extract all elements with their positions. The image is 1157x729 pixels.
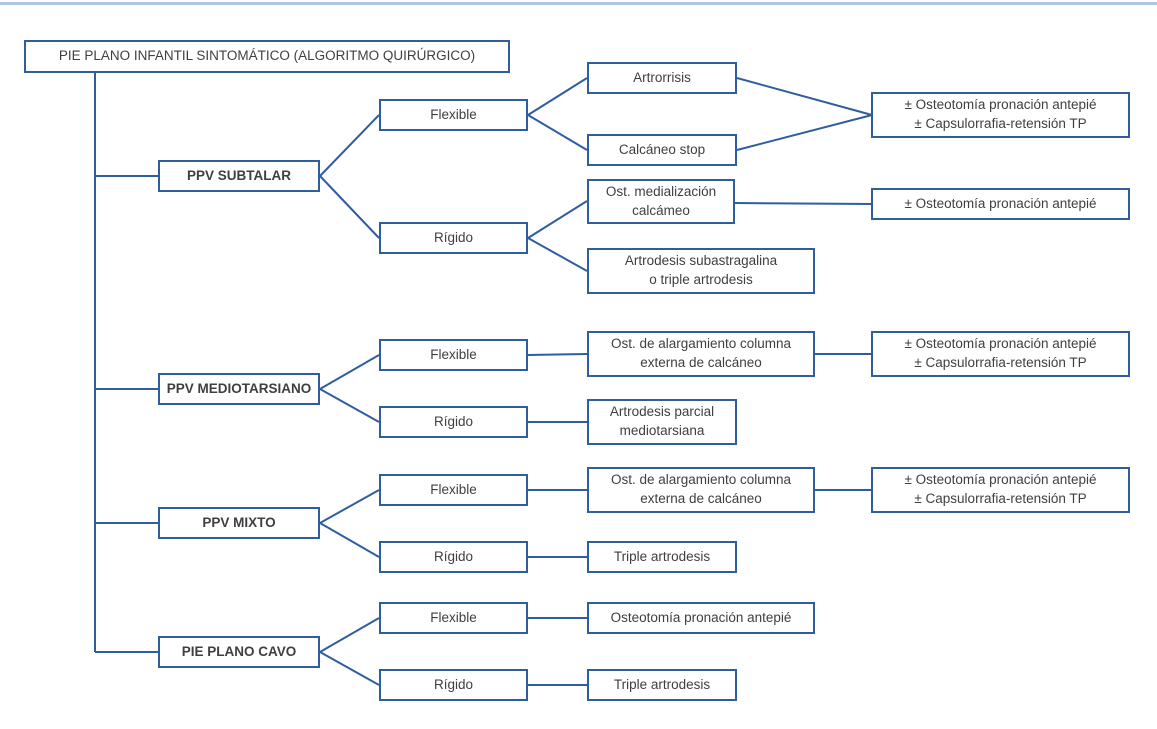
node-ost-medializacion: Ost. medialización calcámeo	[587, 179, 735, 224]
node-adjunct-subtalar-flexible: ± Osteotomía pronación antepié ± Capsulo…	[871, 92, 1130, 138]
node-ost-alargamiento-mixto: Ost. de alargamiento columna externa de …	[587, 467, 815, 513]
node-cavo-rigido: Rígido	[379, 669, 528, 701]
node-artrorrisis: Artrorrisis	[587, 62, 737, 94]
node-calcaneo-stop: Calcáneo stop	[587, 134, 737, 166]
node-subtalar-rigido: Rígido	[379, 222, 528, 254]
node-mediotarsiano-rigido: Rígido	[379, 406, 528, 438]
node-mixto-flexible: Flexible	[379, 474, 528, 506]
node-ost-alargamiento-mediotarsiano: Ost. de alargamiento columna externa de …	[587, 331, 815, 377]
node-cavo-flexible: Flexible	[379, 602, 528, 634]
node-mediotarsiano-flexible: Flexible	[379, 339, 528, 371]
section-pie-plano-cavo: PIE PLANO CAVO	[158, 636, 320, 668]
node-artrodesis-parcial: Artrodesis parcial mediotarsiana	[587, 399, 737, 445]
node-subtalar-flexible: Flexible	[379, 99, 528, 131]
node-osteotomia-pronacion-cavo: Osteotomía pronación antepié	[587, 602, 815, 634]
node-adjunct-mediotarsiano-flexible: ± Osteotomía pronación antepié ± Capsulo…	[871, 331, 1130, 377]
section-ppv-mediotarsiano: PPV MEDIOTARSIANO	[158, 373, 320, 405]
root-node: PIE PLANO INFANTIL SINTOMÁTICO (ALGORITM…	[24, 40, 510, 73]
section-ppv-mixto: PPV MIXTO	[158, 507, 320, 539]
top-border-line	[0, 2, 1157, 5]
node-triple-artrodesis-mixto: Triple artrodesis	[587, 541, 737, 573]
section-ppv-subtalar: PPV SUBTALAR	[158, 160, 320, 192]
node-adjunct-subtalar-rigido: ± Osteotomía pronación antepié	[871, 188, 1130, 220]
node-artrodesis-subastragalina: Artrodesis subastragalina o triple artro…	[587, 248, 815, 294]
node-adjunct-mixto-flexible: ± Osteotomía pronación antepié ± Capsulo…	[871, 467, 1130, 513]
node-mixto-rigido: Rígido	[379, 541, 528, 573]
node-triple-artrodesis-cavo: Triple artrodesis	[587, 669, 737, 701]
